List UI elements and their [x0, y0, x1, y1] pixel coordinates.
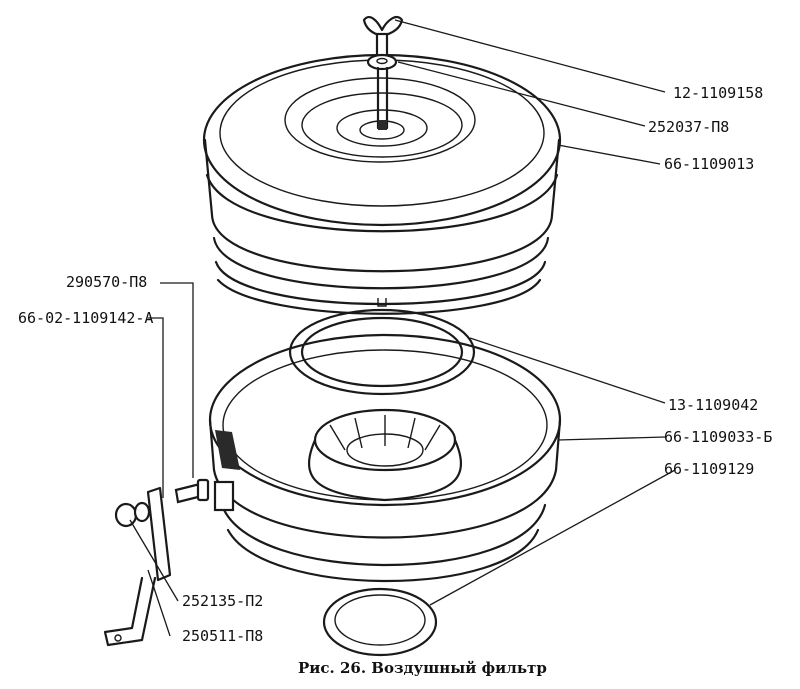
wing-nut [362, 15, 404, 58]
bolt [174, 478, 210, 504]
filter-cover [202, 53, 562, 315]
label-bolt: 290570-П8 [66, 273, 147, 291]
label-seal-ring: 13-1109042 [668, 396, 758, 414]
bottom-gasket [322, 587, 438, 657]
label-top-washer: 252037-П8 [648, 118, 729, 136]
label-bracket: 66-02-1109142-А [18, 309, 153, 327]
label-cover: 66-1109013 [664, 155, 754, 173]
figure-caption: Рис. 26. Воздушный фильтр [298, 659, 547, 677]
label-spring-washer: 252135-П2 [182, 592, 263, 610]
label-wing-nut: 12-1109158 [673, 84, 763, 102]
bracket [103, 486, 172, 647]
center-stud [376, 66, 389, 130]
label-nut: 250511-П8 [182, 627, 263, 645]
top-washer [366, 53, 398, 71]
filter-housing [208, 333, 562, 583]
seal-ring [288, 308, 476, 396]
nut-and-washer [114, 501, 151, 528]
label-housing: 66-1109033-Б [664, 428, 772, 446]
label-bottom-gasket: 66-1109129 [664, 460, 754, 478]
